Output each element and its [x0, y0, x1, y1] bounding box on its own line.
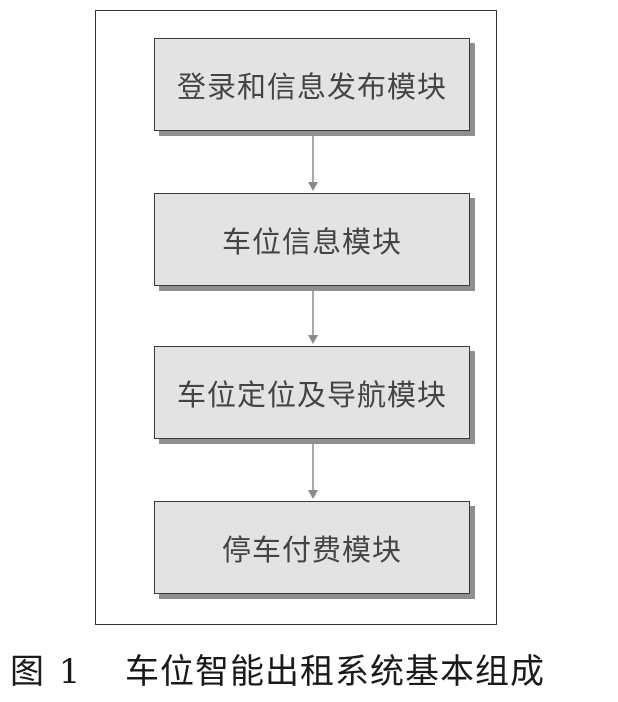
- module-label: 登录和信息发布模块: [176, 69, 447, 104]
- figure-number: 图 1: [10, 651, 83, 692]
- figure-title: 车位智能出租系统基本组成: [125, 651, 545, 692]
- module-box-parking-payment: 停车付费模块: [154, 501, 470, 594]
- module-box-parking-info: 车位信息模块: [154, 193, 470, 286]
- module-box-positioning-navigation: 车位定位及导航模块: [154, 346, 470, 439]
- module-box-login-publish: 登录和信息发布模块: [154, 38, 470, 131]
- module-label: 车位定位及导航模块: [176, 377, 447, 412]
- module-label: 车位信息模块: [221, 224, 402, 259]
- figure-caption: 图 1 车位智能出租系统基本组成: [10, 640, 610, 696]
- module-label: 停车付费模块: [221, 532, 402, 567]
